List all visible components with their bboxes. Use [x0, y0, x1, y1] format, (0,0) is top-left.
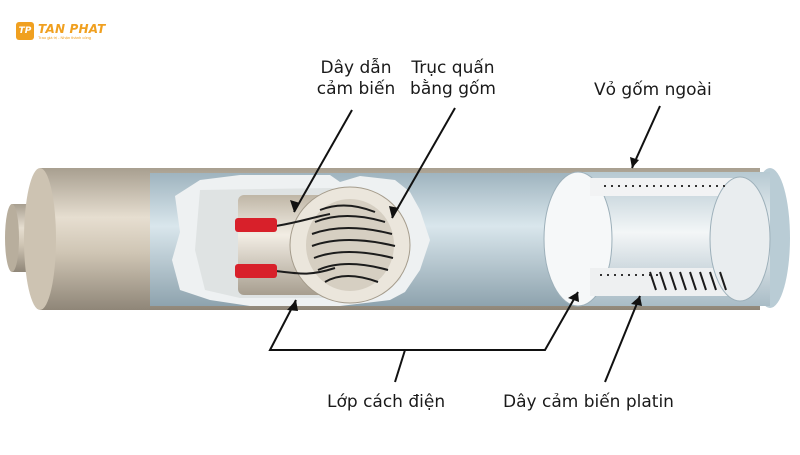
leader-insulation	[268, 291, 579, 351]
logo-name: TAN PHAT	[38, 21, 106, 36]
label-insulation: Lớp cách điện	[327, 392, 446, 412]
logo-tagline: Trao giá trị - Nhận thành công	[38, 34, 91, 40]
lead-tip-lower	[235, 264, 277, 278]
label-sensor-lead: Dây dẫn cảm biến	[310, 58, 402, 100]
leader-outer-shell	[631, 105, 661, 169]
label-ceramic-core-line1: Trục quấn	[411, 58, 495, 78]
leader-ceramic-core	[391, 107, 456, 219]
ceramic-core	[238, 186, 411, 304]
label-sensor-lead-line2: cảm biến	[316, 79, 396, 99]
leader-platinum-wire	[604, 295, 641, 383]
platinum-coil	[649, 271, 727, 291]
leader-lines	[268, 105, 661, 383]
outer-ceramic-shell	[543, 168, 790, 308]
label-platinum-wire: Dây cảm biến platin	[503, 392, 674, 412]
label-sensor-lead-line1: Dây dẫn	[320, 58, 392, 78]
leader-insulation-stem	[394, 349, 406, 383]
leader-arrowheads	[287, 157, 642, 311]
logo-text: TAN PHAT Trao giá trị - Nhận thành công	[38, 23, 106, 40]
label-outer-shell: Vỏ gốm ngoài	[594, 80, 712, 100]
leader-sensor-lead	[293, 109, 353, 213]
label-ceramic-core-line2: bằng gốm	[410, 79, 496, 99]
brand-logo: TP TAN PHAT Trao giá trị - Nhận thành cô…	[16, 22, 106, 40]
lead-tip-upper	[235, 218, 277, 232]
logo-mark-icon: TP	[16, 22, 34, 40]
label-ceramic-core: Trục quấn bằng gốm	[405, 58, 501, 100]
sensor-lead-wires	[235, 213, 336, 278]
